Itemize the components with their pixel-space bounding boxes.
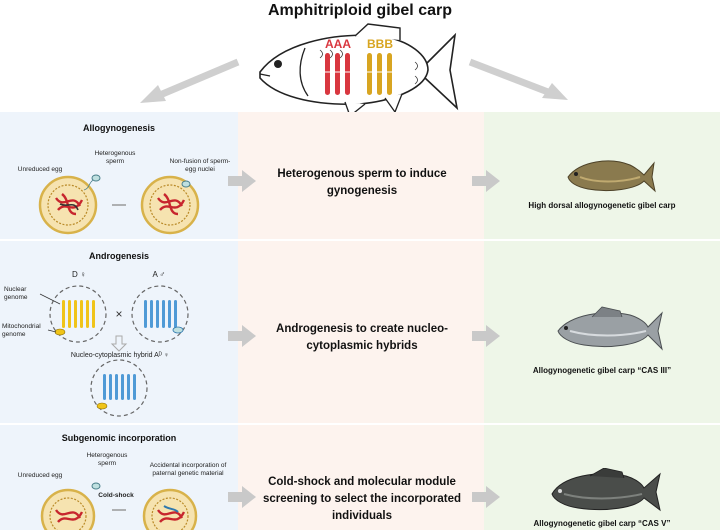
split-arrows <box>140 58 568 103</box>
method-text-subgenomic: Cold-shock and molecular module screenin… <box>262 476 462 522</box>
label-unreduced-egg-2: Unreduced egg <box>17 472 63 479</box>
page-title: Amphitriploid gibel carp <box>267 2 452 19</box>
method-text-allogynogenesis: Heterogenous sperm to induce gynogenesis <box>277 168 447 197</box>
genome-label-b: BBB <box>367 37 393 51</box>
allogynogenesis-egg-diagram <box>38 174 200 235</box>
section-title-allogynogenesis: Allogynogenesis <box>82 123 155 133</box>
label-unreduced-egg: Unreduced egg <box>17 166 63 173</box>
label-accidental: Accidental incorporation of paternal gen… <box>149 462 227 477</box>
label-cold-shock: Cold-shock <box>98 492 134 499</box>
gibel-carp-illustration: AAA BBB <box>259 23 459 118</box>
androgenesis-panel <box>0 241 238 423</box>
androgenesis-method-panel <box>238 241 484 423</box>
arrow-right-2a <box>228 325 256 347</box>
result-cas-iii: Allogynogenetic gibel carp “CAS III” <box>532 366 672 375</box>
fish-photo-cas-iii <box>557 306 663 351</box>
method-text-androgenesis: Androgenesis to create nucleo-cytoplasmi… <box>276 323 448 352</box>
section-title-subgenomic: Subgenomic incorporation <box>61 433 177 443</box>
result-high-dorsal: High dorsal allogynogenetic gibel carp <box>528 201 676 210</box>
fish-photo-high-dorsal <box>567 160 656 193</box>
genome-label-a: AAA <box>325 37 351 51</box>
subgenomic-egg-diagram <box>40 482 198 530</box>
label-mitochondrial-genome: Mitochondrial genome <box>2 323 41 338</box>
allogynogenesis-panel <box>0 112 238 239</box>
arrow-right-3b <box>472 486 500 508</box>
label-heterogenous-sperm: Heterogenous sperm <box>94 150 136 165</box>
label-heterogenous-sperm-2: Heterogenous sperm <box>86 452 128 467</box>
section-title-androgenesis: Androgenesis <box>88 251 149 261</box>
allogynogenesis-method-panel <box>238 112 484 239</box>
arrow-right-2b <box>472 325 500 347</box>
label-hybrid: Nucleo-cytoplasmic hybrid Aᴰ ♀ <box>70 352 170 359</box>
svg-text:×: × <box>115 307 122 321</box>
label-nuclear-genome: Nuclear genome <box>4 286 28 301</box>
arrow-right-1b <box>472 170 500 192</box>
arrow-right-1a <box>228 170 256 192</box>
subgenomic-panel <box>0 425 238 530</box>
subgenomic-method-panel <box>238 425 484 530</box>
fish-photo-cas-v <box>551 468 661 512</box>
label-d-female: D ♀ <box>72 270 86 279</box>
arrow-right-3a <box>228 486 256 508</box>
result-cas-v: Allogynogenetic gibel carp “CAS V” <box>533 519 671 528</box>
label-a-male: A ♂ <box>152 270 166 279</box>
androgenesis-diagram: × <box>39 285 189 417</box>
label-non-fusion: Non-fusion of sperm-egg nuclei <box>169 158 231 173</box>
